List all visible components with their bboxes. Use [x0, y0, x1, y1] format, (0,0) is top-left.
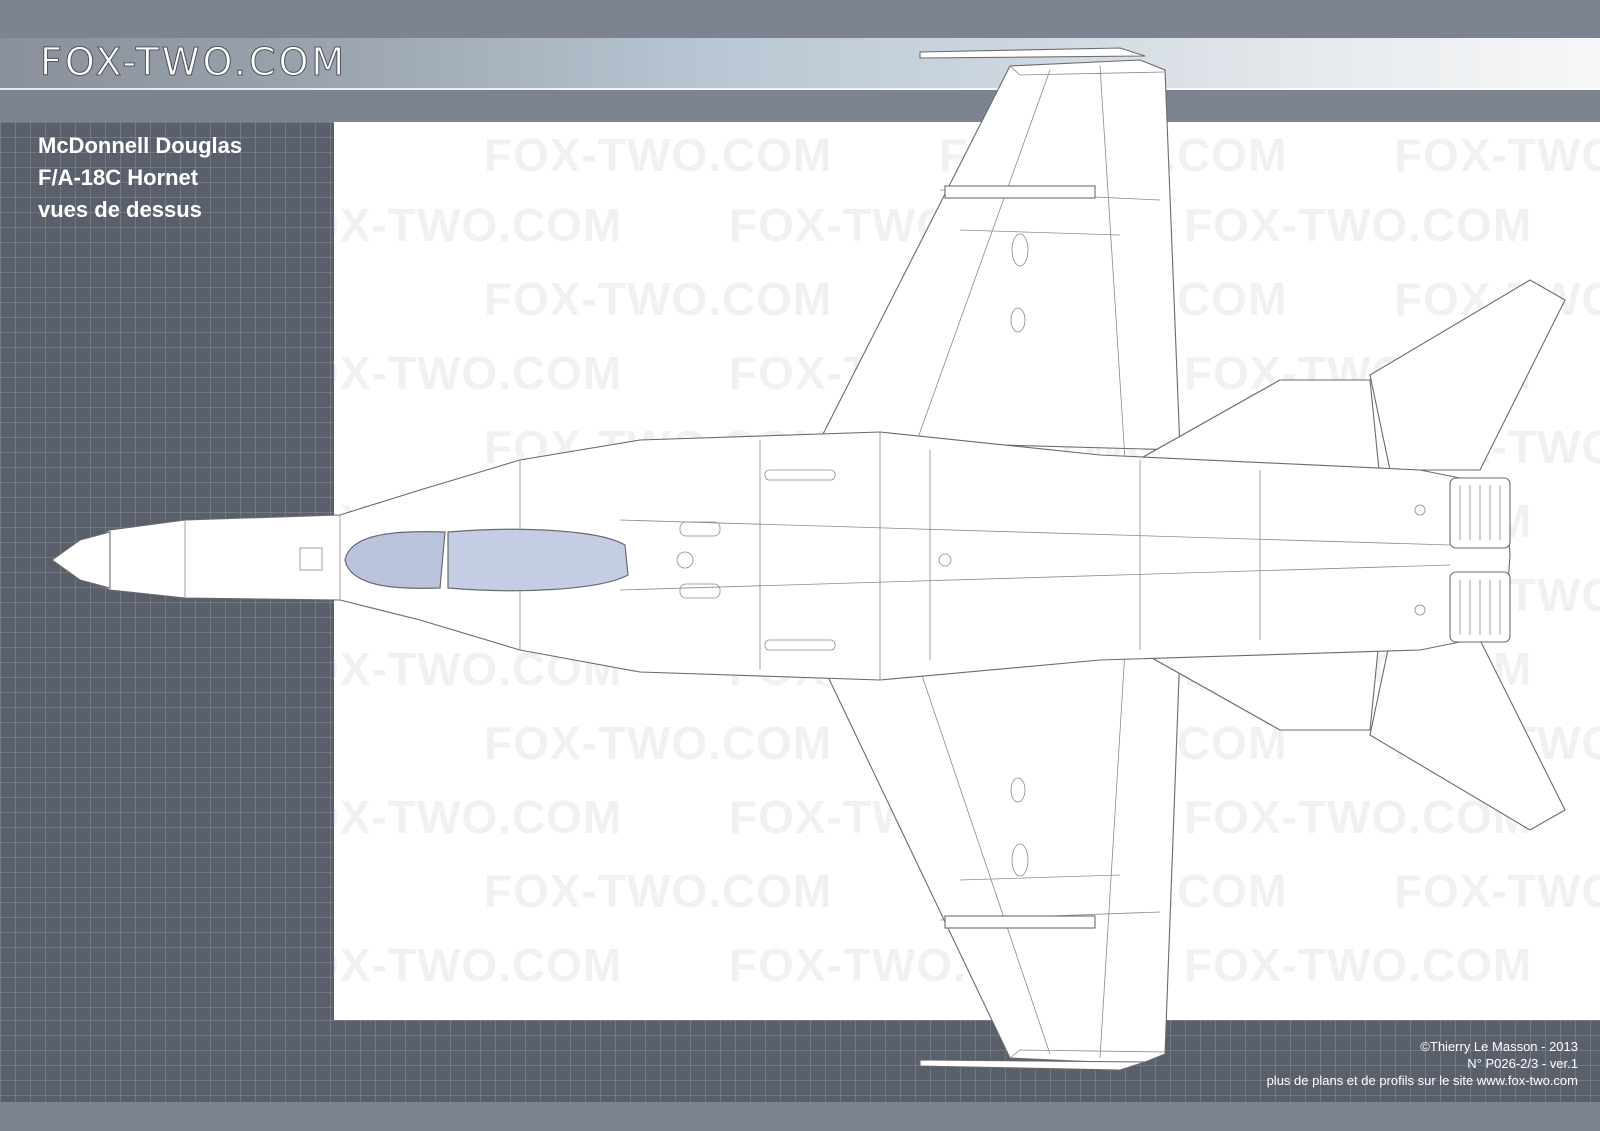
nose-radome — [51, 531, 111, 589]
watermark: FOX-TWO.COM — [1184, 791, 1533, 843]
watermark: FOX-TWO.COM — [334, 939, 623, 991]
canopy-front — [344, 531, 446, 589]
watermark: FOX-TWO.COM — [334, 199, 623, 251]
watermark: FOX-TWO.COM — [1184, 199, 1533, 251]
lower-vertical-tail — [1369, 639, 1566, 831]
watermark: FOX-TWO.COM — [334, 791, 623, 843]
title-view: vues de dessus — [38, 197, 202, 222]
credits-block: ©Thierry Le Masson - 2013 N° P026-2/3 - … — [1267, 1038, 1578, 1089]
canopy-rear — [447, 528, 629, 592]
top-band — [0, 0, 1600, 38]
watermark: FOX-TWO.COM — [1184, 939, 1533, 991]
watermark: FOX-TWO.COM — [484, 273, 833, 325]
banner-divider — [0, 88, 1600, 90]
upper-wing — [819, 59, 1181, 451]
site-logo[interactable]: FOX-TWO.COM — [39, 40, 348, 85]
watermark: FOX-TWO.COM — [484, 865, 833, 917]
bottom-band — [0, 1102, 1600, 1131]
upper-vertical-tail — [1369, 279, 1566, 471]
watermark: FOX-TWO.COM — [1394, 865, 1600, 917]
upper-wing-flap-hinge — [944, 185, 1096, 199]
watermark: FOX-TWO.COM — [334, 347, 623, 399]
fuselage — [51, 431, 1511, 681]
title-block: McDonnell Douglas F/A-18C Hornet vues de… — [38, 130, 242, 226]
bottom-panel — [0, 1020, 1600, 1102]
lower-wingtip-missile — [919, 1059, 1146, 1071]
title-model: F/A-18C Hornet — [38, 165, 199, 190]
lower-wing-flap-hinge — [944, 915, 1096, 929]
copyright-text: ©Thierry Le Masson - 2013 — [1420, 1039, 1578, 1054]
upper-wingtip-missile — [919, 47, 1146, 59]
header-banner — [0, 38, 1600, 90]
watermark: FOX-TWO.COM — [484, 717, 833, 769]
watermark: FOX-TWO.COM — [1394, 129, 1600, 181]
title-manufacturer: McDonnell Douglas — [38, 133, 243, 158]
lower-wing — [819, 649, 1181, 1065]
reference-number: N° P026-2/3 - ver.1 — [1467, 1056, 1578, 1071]
watermark: FOX-TWO.COM — [484, 129, 833, 181]
sub-band — [0, 90, 1600, 122]
website-link[interactable]: plus de plans et de profils sur le site … — [1266, 1073, 1578, 1088]
